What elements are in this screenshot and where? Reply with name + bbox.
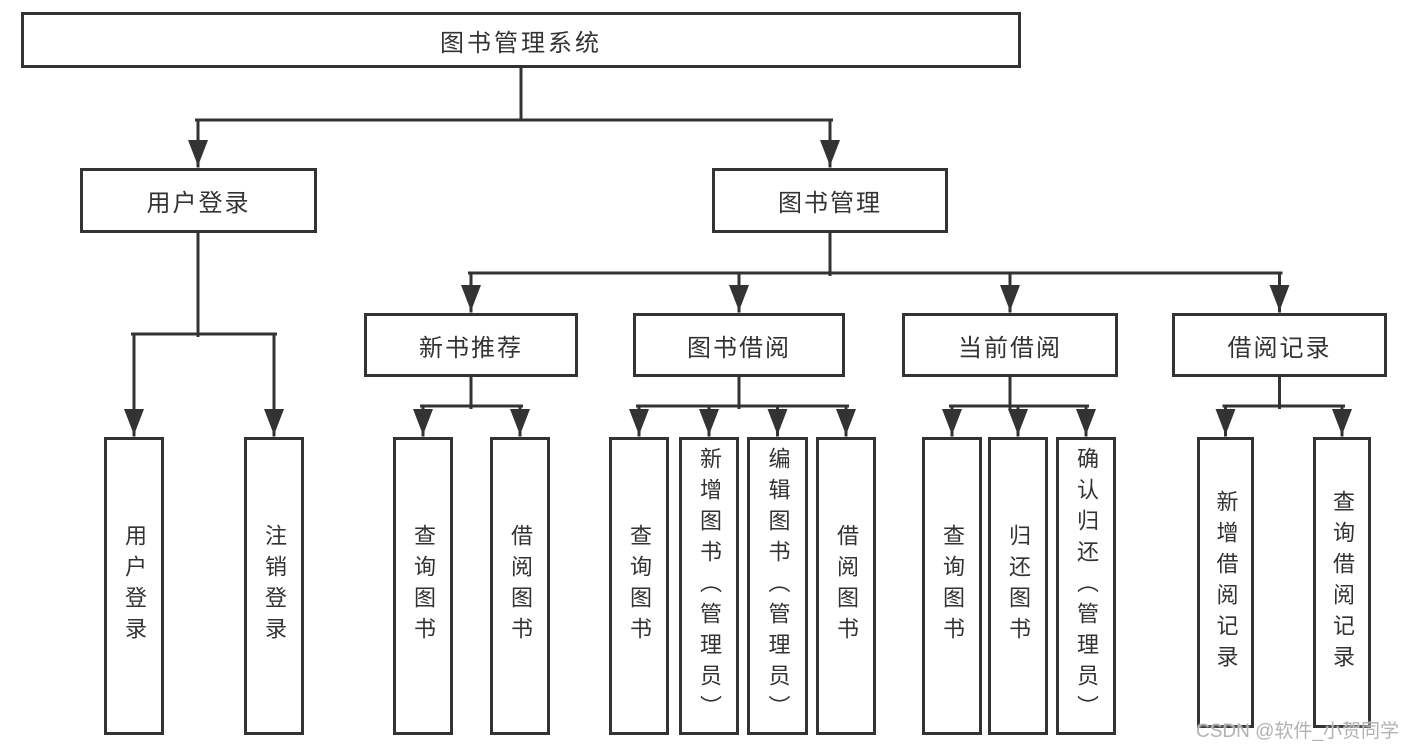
- node-root-system: 图书管理系统: [21, 12, 1021, 68]
- node-book-management-label: 图书管理: [778, 190, 882, 217]
- node-user-login: 用户登录: [80, 168, 317, 233]
- leaf-add-borrow-record: 新增借阅记录: [1197, 437, 1254, 728]
- leaf-borrowing-borrow-books: 借阅图书: [816, 437, 876, 735]
- leaf-query-borrow-record: 查询借阅记录: [1313, 437, 1371, 728]
- leaf-return-books: 归还图书: [988, 437, 1048, 735]
- leaf-recommend-borrow-books: 借阅图书: [490, 437, 550, 735]
- node-book-borrowing-label: 图书借阅: [687, 334, 791, 362]
- node-new-book-recommend: 新书推荐: [364, 313, 578, 377]
- node-borrowing-records-label: 借阅记录: [1227, 334, 1332, 362]
- leaf-edit-books-admin: 编辑图书（管理员）: [747, 437, 808, 735]
- node-new-book-recommend-label: 新书推荐: [419, 334, 523, 362]
- node-borrowing-records: 借阅记录: [1172, 313, 1387, 377]
- node-root-label: 图书管理系统: [440, 29, 602, 57]
- leaf-current-query-books: 查询图书: [922, 437, 982, 735]
- node-book-borrowing: 图书借阅: [633, 313, 845, 377]
- node-current-borrowing-label: 当前借阅: [958, 334, 1062, 362]
- leaf-add-books-admin: 新增图书（管理员）: [679, 437, 739, 735]
- node-current-borrowing: 当前借阅: [902, 313, 1118, 377]
- leaf-confirm-return-admin: 确认归还（管理员）: [1056, 437, 1116, 735]
- node-book-management: 图书管理: [712, 168, 948, 233]
- csdn-watermark: CSDN @软件_小贺同学: [1196, 721, 1399, 742]
- leaf-user-login: 用户登录: [104, 437, 164, 735]
- node-user-login-label: 用户登录: [146, 190, 251, 217]
- leaf-logout: 注销登录: [244, 437, 304, 735]
- leaf-recommend-query-books: 查询图书: [393, 437, 453, 735]
- leaf-borrowing-query-books: 查询图书: [609, 437, 669, 735]
